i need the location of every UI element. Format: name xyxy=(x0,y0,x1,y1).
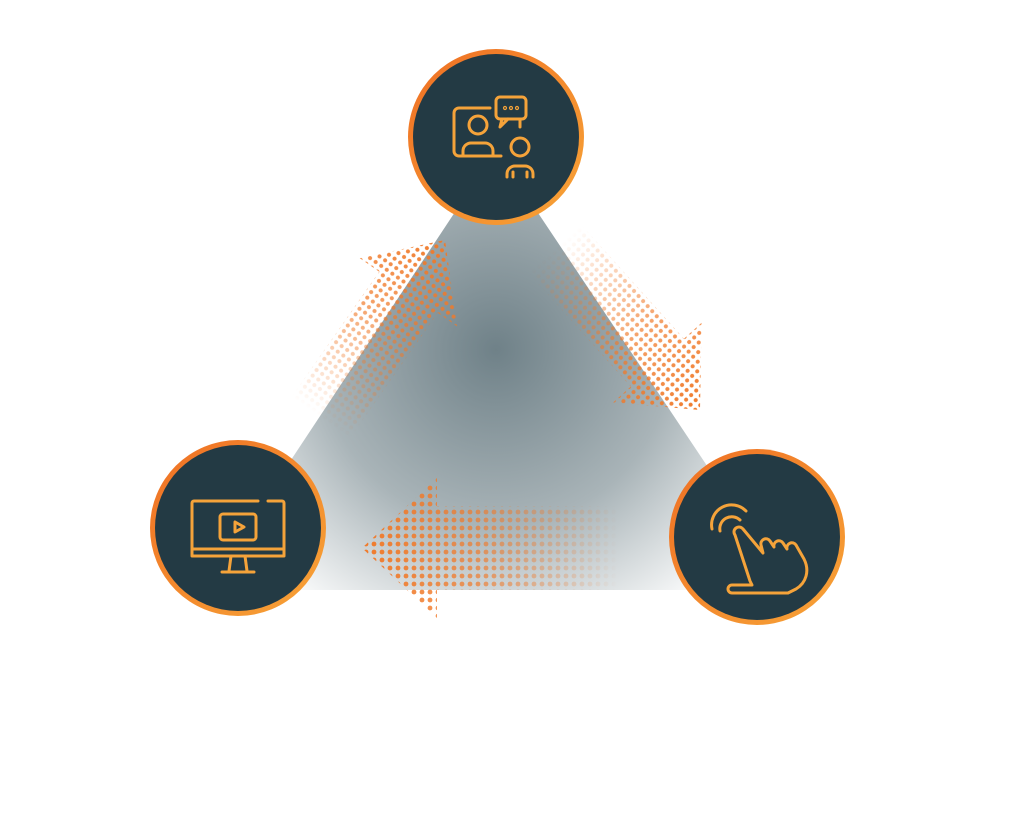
hand-tap-icon xyxy=(710,503,809,595)
node-video-chat xyxy=(408,49,584,225)
node-video-content xyxy=(150,440,326,616)
node-interaction xyxy=(669,449,845,625)
video-call-chat-icon xyxy=(452,95,535,179)
monitor-play-icon xyxy=(190,499,286,574)
gradient-triangle xyxy=(205,150,790,590)
